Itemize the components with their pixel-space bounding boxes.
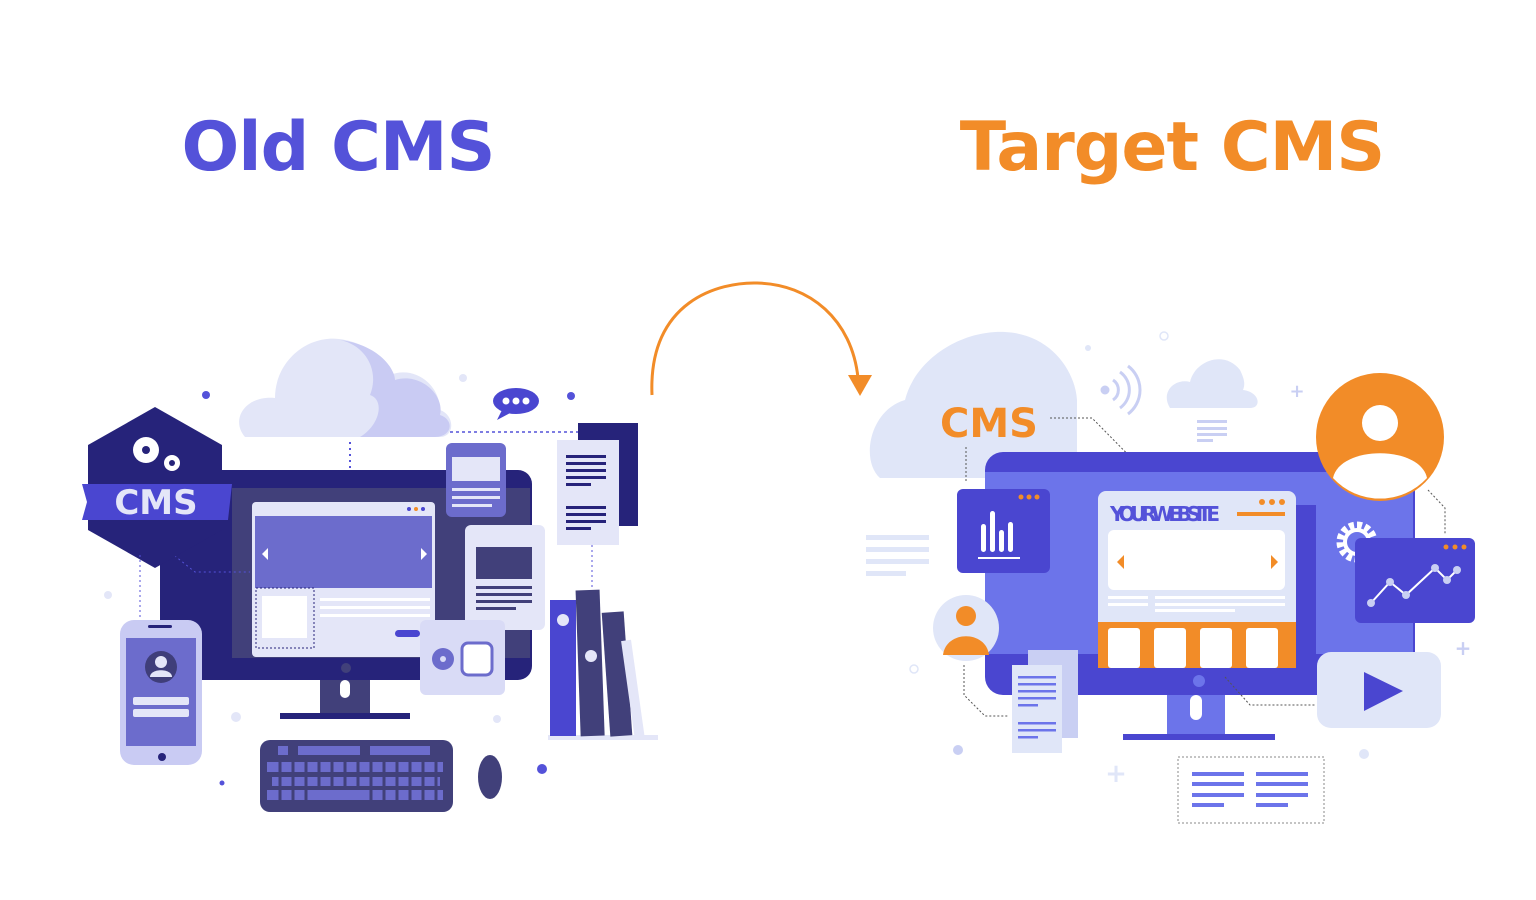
keyboard-icon [260,740,453,812]
bar-chart-icon [957,489,1050,573]
small-avatar-icon [933,595,999,661]
website-label: YOURWEBSITE [1109,502,1220,526]
documents-icon [557,423,638,545]
svg-text:+: + [1105,759,1127,789]
cloud-icon [239,338,452,437]
books-icon [548,589,658,740]
svg-text:+: + [1455,636,1472,660]
cloud-icon [869,331,1258,478]
old-cms-illustration: CMS [82,338,658,812]
target-cms-illustration: CMS + + + YOURWEBSITE [866,331,1475,824]
database-icon [420,620,505,695]
chat-bubble-icon [493,388,539,420]
text-block-icon [1177,756,1325,824]
cms-badge-label: CMS [114,483,197,523]
play-icon [1317,652,1441,728]
gears-icon [133,437,180,471]
mouse-icon [478,755,502,799]
documents-icon [1012,650,1078,753]
cms-cloud-label: CMS [940,401,1038,447]
target-cms-title: Target CMS [959,108,1386,187]
wifi-signal-icon [1100,364,1142,416]
svg-text:+: + [1289,381,1304,402]
browser-window-icon [446,443,506,517]
website-panel: YOURWEBSITE [1098,491,1296,668]
line-chart-icon [1355,538,1475,623]
cms-badge: CMS [82,407,232,568]
migration-arrow-icon [650,281,872,396]
old-cms-title: Old CMS [181,108,495,187]
user-avatar-icon [1316,373,1444,501]
document-icon [465,525,545,630]
phone-icon [120,620,202,765]
